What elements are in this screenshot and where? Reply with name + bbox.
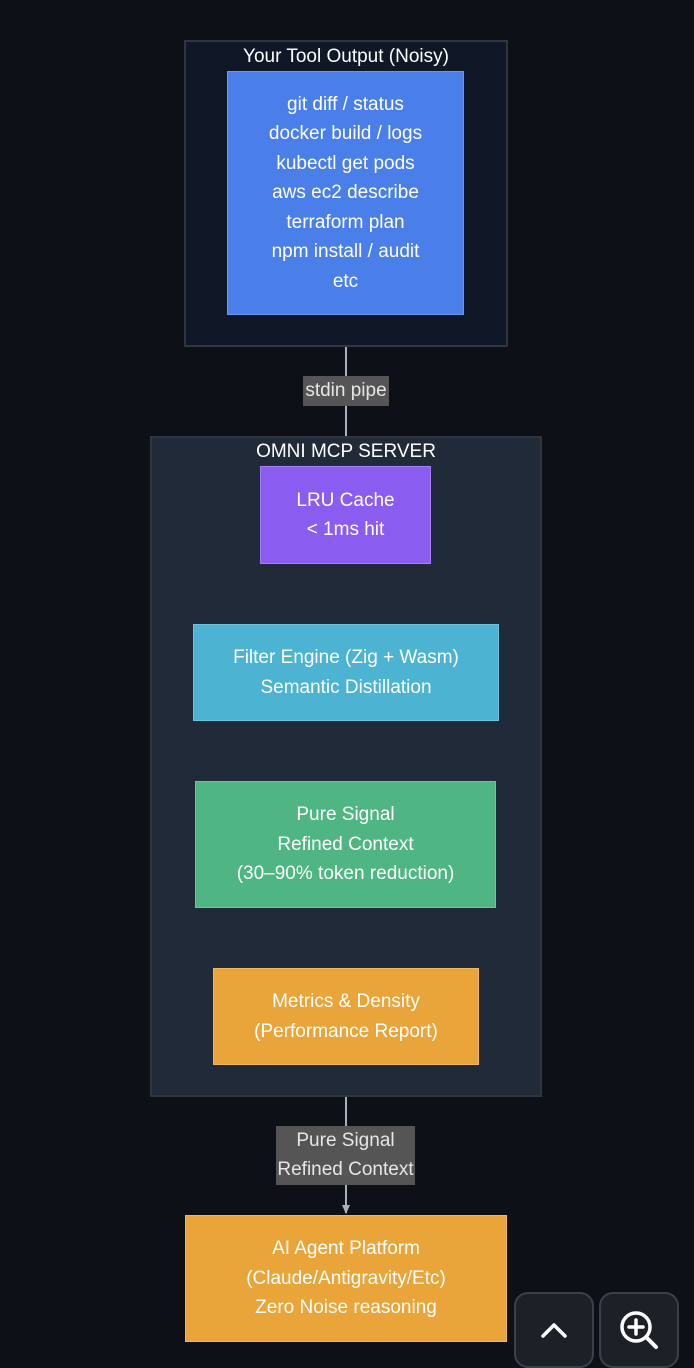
- node-line: aws ec2 describe: [272, 182, 419, 204]
- node-line: AI Agent Platform: [272, 1238, 420, 1260]
- zoom-in-button[interactable]: [599, 1292, 679, 1368]
- chevron-up-icon: [541, 1323, 567, 1338]
- node-line: < 1ms hit: [306, 519, 385, 540]
- tool-output-node: git diff / status docker build / logs ku…: [227, 71, 464, 315]
- node-line: (Claude/Antigravity/Etc): [246, 1267, 446, 1289]
- zoom-in-icon: [620, 1311, 658, 1349]
- edge-label-line: Pure Signal: [296, 1130, 395, 1151]
- edge-label-pure-signal: Pure Signal Refined Context: [276, 1126, 415, 1185]
- node-line: LRU Cache: [296, 489, 395, 511]
- ai-agent-platform-node: AI Agent Platform (Claude/Antigravity/Et…: [185, 1215, 507, 1342]
- node-line: git diff / status: [287, 93, 404, 115]
- node-line: Metrics & Density: [272, 991, 420, 1012]
- node-line: Zero Noise reasoning: [255, 1297, 437, 1319]
- node-line: (Performance Report): [254, 1020, 438, 1042]
- node-line: npm install / audit: [271, 241, 420, 263]
- filter-engine-node: Filter Engine (Zig + Wasm) Semantic Dist…: [193, 624, 499, 721]
- server-cluster-title: OMNI MCP SERVER: [256, 441, 436, 462]
- node-line: etc: [332, 270, 359, 292]
- node-line: Filter Engine (Zig + Wasm): [233, 647, 459, 668]
- node-line: Semantic Distillation: [260, 676, 432, 698]
- node-line: Refined Context: [277, 833, 414, 855]
- node-line: docker build / logs: [268, 123, 423, 145]
- node-line: terraform plan: [286, 211, 405, 233]
- tool-output-cluster-title: Your Tool Output (Noisy): [243, 46, 449, 67]
- edge-label-line: Refined Context: [277, 1159, 414, 1180]
- node-line: kubectl get pods: [276, 152, 415, 174]
- metrics-density-node: Metrics & Density (Performance Report): [213, 968, 479, 1065]
- node-line: (30–90% token reduction): [236, 863, 455, 885]
- lru-cache-node: LRU Cache < 1ms hit: [260, 466, 431, 564]
- node-line: Pure Signal: [296, 804, 395, 826]
- scroll-up-button[interactable]: [514, 1292, 594, 1368]
- edge-label-line: stdin pipe: [305, 380, 387, 401]
- edge-label-stdin-pipe: stdin pipe: [303, 376, 389, 406]
- pure-signal-node: Pure Signal Refined Context (30–90% toke…: [195, 781, 496, 908]
